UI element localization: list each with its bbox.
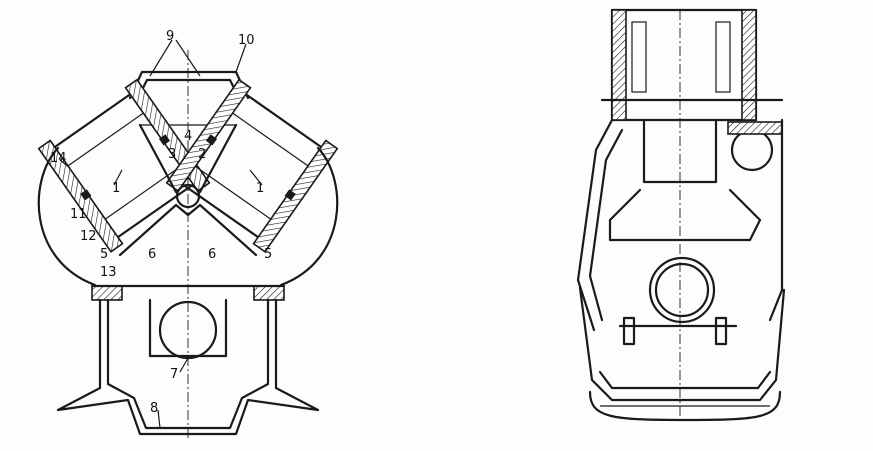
- label-4: 4: [184, 129, 192, 144]
- top-cover-inner: [135, 78, 242, 102]
- label-13: 13: [100, 265, 117, 280]
- cylinder-block-top: [610, 8, 758, 122]
- bearing-cap: [148, 298, 228, 358]
- crankcase: [56, 298, 320, 436]
- main-bearing-outer: [648, 256, 716, 324]
- label-11: 11: [70, 207, 87, 222]
- block-wall-left: [576, 118, 614, 332]
- right-cross-section: [576, 8, 786, 422]
- left-housing: [37, 146, 97, 287]
- block-wall-right: [768, 118, 784, 322]
- leader-lines: [59, 39, 263, 429]
- label-5-right: 5: [264, 247, 272, 262]
- left-cross-section: 9 10 4 3 2 14 1 1 11 12 5 13 6 6 5 7 8: [37, 29, 339, 440]
- right-cylinder-bank: [165, 78, 339, 253]
- piston-skirt: [642, 118, 718, 184]
- label-3: 3: [168, 147, 176, 162]
- label-5-left: 5: [100, 247, 108, 262]
- right-flange: [253, 285, 285, 301]
- crankcase-inner: [106, 298, 270, 430]
- show-through-background: [440, 40, 442, 42]
- part-labels: 9 10 4 3 2 14 1 1 11 12 5 13 6 6 5 7 8: [50, 29, 272, 416]
- oil-pan: [578, 286, 786, 402]
- label-14: 14: [50, 151, 67, 166]
- right-housing: [279, 146, 339, 287]
- lower-v-web: [118, 203, 258, 257]
- oil-pan-inner: [598, 370, 772, 390]
- cam-housing: [727, 121, 783, 135]
- label-6-left: 6: [148, 247, 156, 262]
- sump-bottom: [588, 390, 782, 422]
- camshaft-bore: [175, 183, 201, 209]
- web-right: [198, 123, 238, 194]
- label-6-right: 6: [208, 247, 216, 262]
- main-bearing-right: [654, 262, 710, 318]
- label-12: 12: [80, 229, 97, 244]
- web-left: [138, 123, 178, 194]
- block-wall-left-inner: [588, 128, 624, 322]
- label-9: 9: [166, 29, 174, 44]
- port-left: [631, 21, 647, 93]
- label-10: 10: [238, 33, 255, 48]
- left-cylinder-bank: [37, 78, 211, 253]
- crank-web: [608, 188, 762, 242]
- camshaft-bore-right: [730, 128, 774, 172]
- liner-wall-left: [611, 9, 627, 121]
- bolt-left: [622, 316, 636, 346]
- port-right: [715, 21, 731, 93]
- label-7: 7: [170, 367, 178, 382]
- label-2: 2: [198, 147, 206, 162]
- left-flange: [91, 285, 123, 301]
- liner-wall-right: [741, 9, 757, 121]
- label-8: 8: [150, 401, 158, 416]
- label-1-right: 1: [256, 181, 264, 196]
- label-1-left: 1: [112, 181, 120, 196]
- bolt-right: [714, 316, 728, 346]
